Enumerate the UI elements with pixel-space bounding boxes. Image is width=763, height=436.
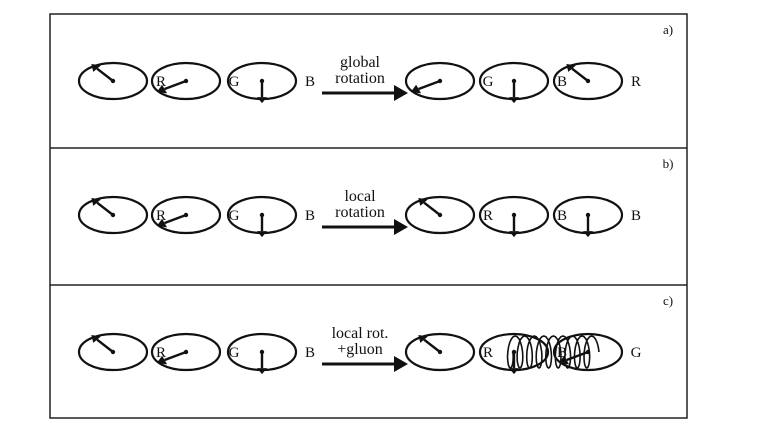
right-dial-3-pivot xyxy=(585,212,591,218)
gluon-spring xyxy=(506,335,600,370)
left-dial-b-pivot xyxy=(259,212,265,218)
left-dial-g-arrowhead xyxy=(156,355,168,365)
right-label-1: R xyxy=(483,208,493,224)
right-dial-1-arrowhead xyxy=(410,84,422,94)
right-dial-2-pivot xyxy=(511,78,517,84)
left-dial-r-needle xyxy=(96,201,114,216)
left-label-1: R xyxy=(156,208,166,224)
left-dial-g-pivot xyxy=(183,78,189,84)
transform-caption-1: global xyxy=(340,54,381,71)
left-dial-b-pivot xyxy=(259,349,265,355)
left-dial-g xyxy=(150,61,222,101)
transform-arrow-head xyxy=(394,219,408,235)
left-dial-r xyxy=(77,61,149,101)
transform-caption-2: rotation xyxy=(335,70,385,87)
left-label-1: R xyxy=(156,345,166,361)
left-dial-g-pivot xyxy=(183,212,189,218)
left-label-3: B xyxy=(305,208,315,224)
transform-caption-2: rotation xyxy=(335,204,385,221)
right-label-1: R xyxy=(483,345,493,361)
left-label-2: G xyxy=(229,208,240,224)
right-dial-1 xyxy=(404,61,476,101)
right-label-3: R xyxy=(631,74,641,90)
transform-caption-2: +gluon xyxy=(337,341,382,358)
right-dial-3-arrowhead xyxy=(583,231,593,238)
left-dial-r-needle xyxy=(96,338,114,353)
left-dial-r-arrowhead xyxy=(91,64,101,72)
transform-caption-1: local rot. xyxy=(332,325,389,342)
right-label-2: B xyxy=(557,74,567,90)
left-dial-r-pivot xyxy=(110,78,116,84)
left-label-1: R xyxy=(156,74,166,90)
right-dial-3 xyxy=(552,61,624,101)
right-dial-1-needle xyxy=(423,338,441,353)
right-dial-1-pivot xyxy=(437,212,443,218)
right-dial-2-pivot xyxy=(511,212,517,218)
left-dial-r xyxy=(77,195,149,235)
left-dial-g xyxy=(150,195,222,235)
right-dial-1 xyxy=(404,195,476,235)
right-dial-1-needle xyxy=(423,201,441,216)
panel-tag: b) xyxy=(663,156,674,171)
left-dial-r xyxy=(77,332,149,372)
right-dial-3 xyxy=(552,332,624,372)
right-dial-3-needle xyxy=(571,67,589,82)
right-label-3: G xyxy=(631,345,642,361)
left-dial-g-arrowhead xyxy=(156,84,168,94)
right-dial-1-pivot xyxy=(437,349,443,355)
right-dial-1-needle xyxy=(418,79,441,91)
right-dial-1-arrowhead xyxy=(418,198,428,206)
panel-tag: a) xyxy=(663,22,673,37)
left-dial-b-arrowhead xyxy=(257,97,267,104)
left-dial-r-pivot xyxy=(110,349,116,355)
right-label-1: G xyxy=(483,74,494,90)
left-dial-g xyxy=(150,332,222,372)
transform-arrow-head xyxy=(394,85,408,101)
left-dial-r-arrowhead xyxy=(91,335,101,343)
right-dial-2-arrowhead xyxy=(509,231,519,238)
figure-frame xyxy=(49,13,688,419)
left-dial-g-pivot xyxy=(183,349,189,355)
right-label-2: B xyxy=(557,208,567,224)
right-dial-2-arrowhead xyxy=(509,97,519,104)
right-label-3: B xyxy=(631,208,641,224)
right-dial-2-arrowhead xyxy=(509,368,519,375)
right-dial-3-arrowhead xyxy=(566,64,576,72)
left-dial-g-needle xyxy=(164,79,187,91)
panel-tag: c) xyxy=(663,293,673,308)
transform-caption-1: local xyxy=(344,188,376,205)
left-dial-b-pivot xyxy=(259,78,265,84)
left-dial-r-needle xyxy=(96,67,114,82)
left-dial-g-arrowhead xyxy=(156,218,168,228)
left-dial-r-arrowhead xyxy=(91,198,101,206)
right-dial-1-pivot xyxy=(437,78,443,84)
right-dial-1 xyxy=(404,332,476,372)
transform-arrow-head xyxy=(394,356,408,372)
left-dial-b-arrowhead xyxy=(257,368,267,375)
right-dial-3-pivot xyxy=(585,78,591,84)
left-label-3: B xyxy=(305,74,315,90)
left-label-3: B xyxy=(305,345,315,361)
left-dial-g-needle xyxy=(164,350,187,362)
right-dial-1-arrowhead xyxy=(418,335,428,343)
left-dial-r-pivot xyxy=(110,212,116,218)
left-label-2: G xyxy=(229,345,240,361)
left-label-2: G xyxy=(229,74,240,90)
left-dial-b-arrowhead xyxy=(257,231,267,238)
left-dial-g-needle xyxy=(164,213,187,225)
right-label-2: B xyxy=(557,345,567,361)
